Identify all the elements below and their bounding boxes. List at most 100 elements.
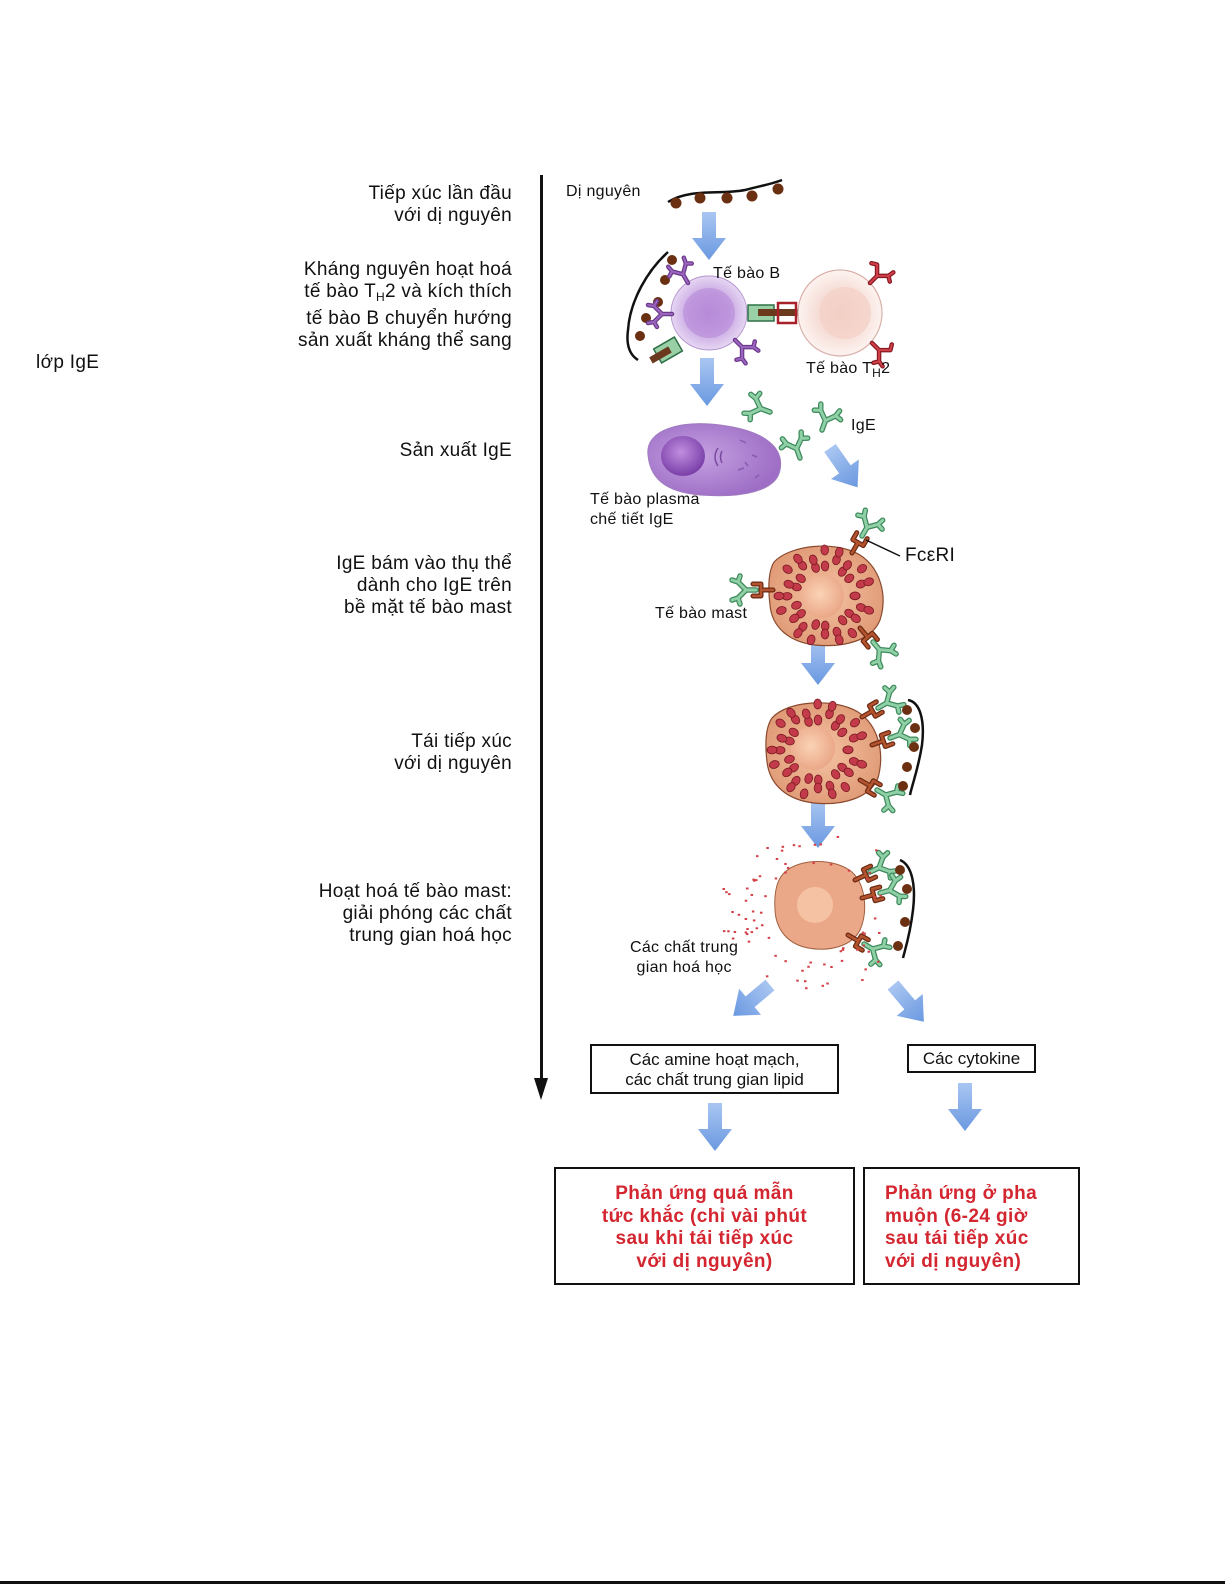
granule [820, 628, 830, 640]
granule [856, 731, 868, 741]
step-text: tế bào TH2 và kích thích [298, 281, 512, 308]
step-ige-production: Sản xuất IgE [400, 440, 512, 462]
mediator-dot [737, 913, 741, 916]
outcome-line: với dị nguyên) [636, 1250, 773, 1272]
flow-arrow-icon [698, 1103, 732, 1151]
granule [813, 714, 823, 726]
mediator-dot [836, 835, 840, 838]
mediator-dot [784, 960, 787, 963]
amines-lipid-mediators-box: Các amine hoạt mạch, các chất trung gian… [590, 1044, 839, 1094]
granule [840, 782, 850, 793]
mediator-dot [823, 963, 826, 966]
mast-cell-label: Tế bào mast [655, 605, 748, 622]
mediator-dot [829, 863, 833, 866]
label-line: Tế bào plasma [590, 491, 700, 508]
mediator-dot [862, 944, 866, 947]
granule [804, 773, 814, 784]
mediator-dot [879, 894, 882, 897]
mediator-dot [875, 849, 878, 852]
outcome-line: sau khi tái tiếp xúc [615, 1228, 794, 1249]
mediator-dot [842, 947, 845, 950]
granule [850, 613, 861, 623]
step-text: IgE bám vào thụ thể [336, 553, 512, 574]
mediator-dot [809, 961, 812, 964]
mediator-dot [750, 893, 754, 896]
step-text: với dị nguyên [394, 205, 512, 226]
step-text: lớp IgE [36, 352, 100, 373]
step-mast-activation: Hoạt hoá tế bào mast: giải phóng các chấ… [319, 881, 512, 947]
outcome-line: với dị nguyên) [885, 1250, 1022, 1272]
mediator-dot [727, 930, 730, 933]
b-cell-label: Tế bào B [713, 265, 781, 282]
th2-cell-label: Tế bào TH2 [806, 359, 890, 383]
granule [806, 634, 816, 646]
mediator-dot [765, 975, 769, 978]
mediator-dot [867, 950, 870, 953]
mediator-dot [764, 895, 767, 898]
granule [835, 714, 845, 725]
granule [834, 634, 844, 646]
granule [795, 573, 806, 583]
mediator-dot [755, 927, 759, 930]
mediator-dot [861, 931, 865, 934]
mediator-dot [856, 948, 859, 951]
granule [801, 708, 811, 720]
flow-arrow-icon [801, 800, 835, 848]
step-first-exposure: Tiếp xúc lần đầu với dị nguyên [368, 183, 512, 227]
allergen-chain-icon [893, 858, 916, 959]
granule [813, 782, 823, 794]
timeline-axis [540, 175, 543, 1085]
mediator-dot [864, 968, 867, 971]
mediator-dot [751, 910, 755, 913]
step-ige-binding: IgE bám vào thụ thể dành cho IgE trên bề… [336, 553, 512, 619]
step-text: Tái tiếp xúc [411, 731, 512, 752]
granule [827, 700, 837, 712]
allergen-label: Dị nguyên [566, 183, 641, 200]
flow-arrow-icon [879, 974, 937, 1033]
mediator-dot [786, 866, 790, 869]
granule [813, 698, 822, 710]
allergen-chain-icon [667, 178, 784, 209]
flow-arrow-icon [722, 971, 781, 1029]
mediator-dot [750, 931, 754, 934]
mediator-dot [745, 933, 749, 936]
mediator-particles [722, 835, 882, 990]
mediator-dot [731, 937, 735, 940]
mediator-dot [744, 899, 748, 902]
flow-arrow-icon [690, 358, 724, 406]
step-text: trung gian hoá học [349, 925, 512, 946]
granule [808, 554, 818, 566]
outcome-line: sau tái tiếp xúc [885, 1228, 1029, 1249]
outcome-line: Phản ứng ở pha [885, 1183, 1038, 1204]
mediator-dot [775, 857, 779, 860]
step-re-exposure: Tái tiếp xúc với dị nguyên [394, 731, 512, 775]
step-text: Kháng nguyên hoạt hoá [303, 259, 512, 280]
mast-cell-icon [765, 698, 882, 805]
mediator-dot [807, 965, 810, 968]
mediator-dot [813, 843, 817, 846]
granule [857, 564, 868, 574]
step-text: với dị nguyên [394, 753, 512, 774]
granule [788, 727, 799, 737]
mediator-dot [760, 924, 764, 927]
label-part: Tế bào T [806, 360, 873, 377]
th2-cell-icon [797, 257, 898, 369]
granule [820, 544, 829, 556]
granule [863, 577, 875, 587]
granule [791, 600, 802, 610]
mediator-dot [863, 932, 866, 935]
label-line: chế tiết IgE [590, 511, 674, 528]
granule [783, 579, 795, 589]
mediator-dot [752, 919, 756, 922]
mediator-dot [746, 887, 749, 890]
mediator-dot [873, 917, 877, 920]
step-text: dành cho IgE trên [356, 575, 512, 596]
granule [776, 733, 788, 743]
label-line: Các chất trung [630, 939, 739, 956]
b-cell-icon [647, 256, 798, 367]
mediator-dot [774, 877, 778, 880]
step-text-part: 2 và kích thích [384, 281, 512, 302]
granule [789, 613, 800, 624]
mediator-dot [725, 891, 728, 894]
